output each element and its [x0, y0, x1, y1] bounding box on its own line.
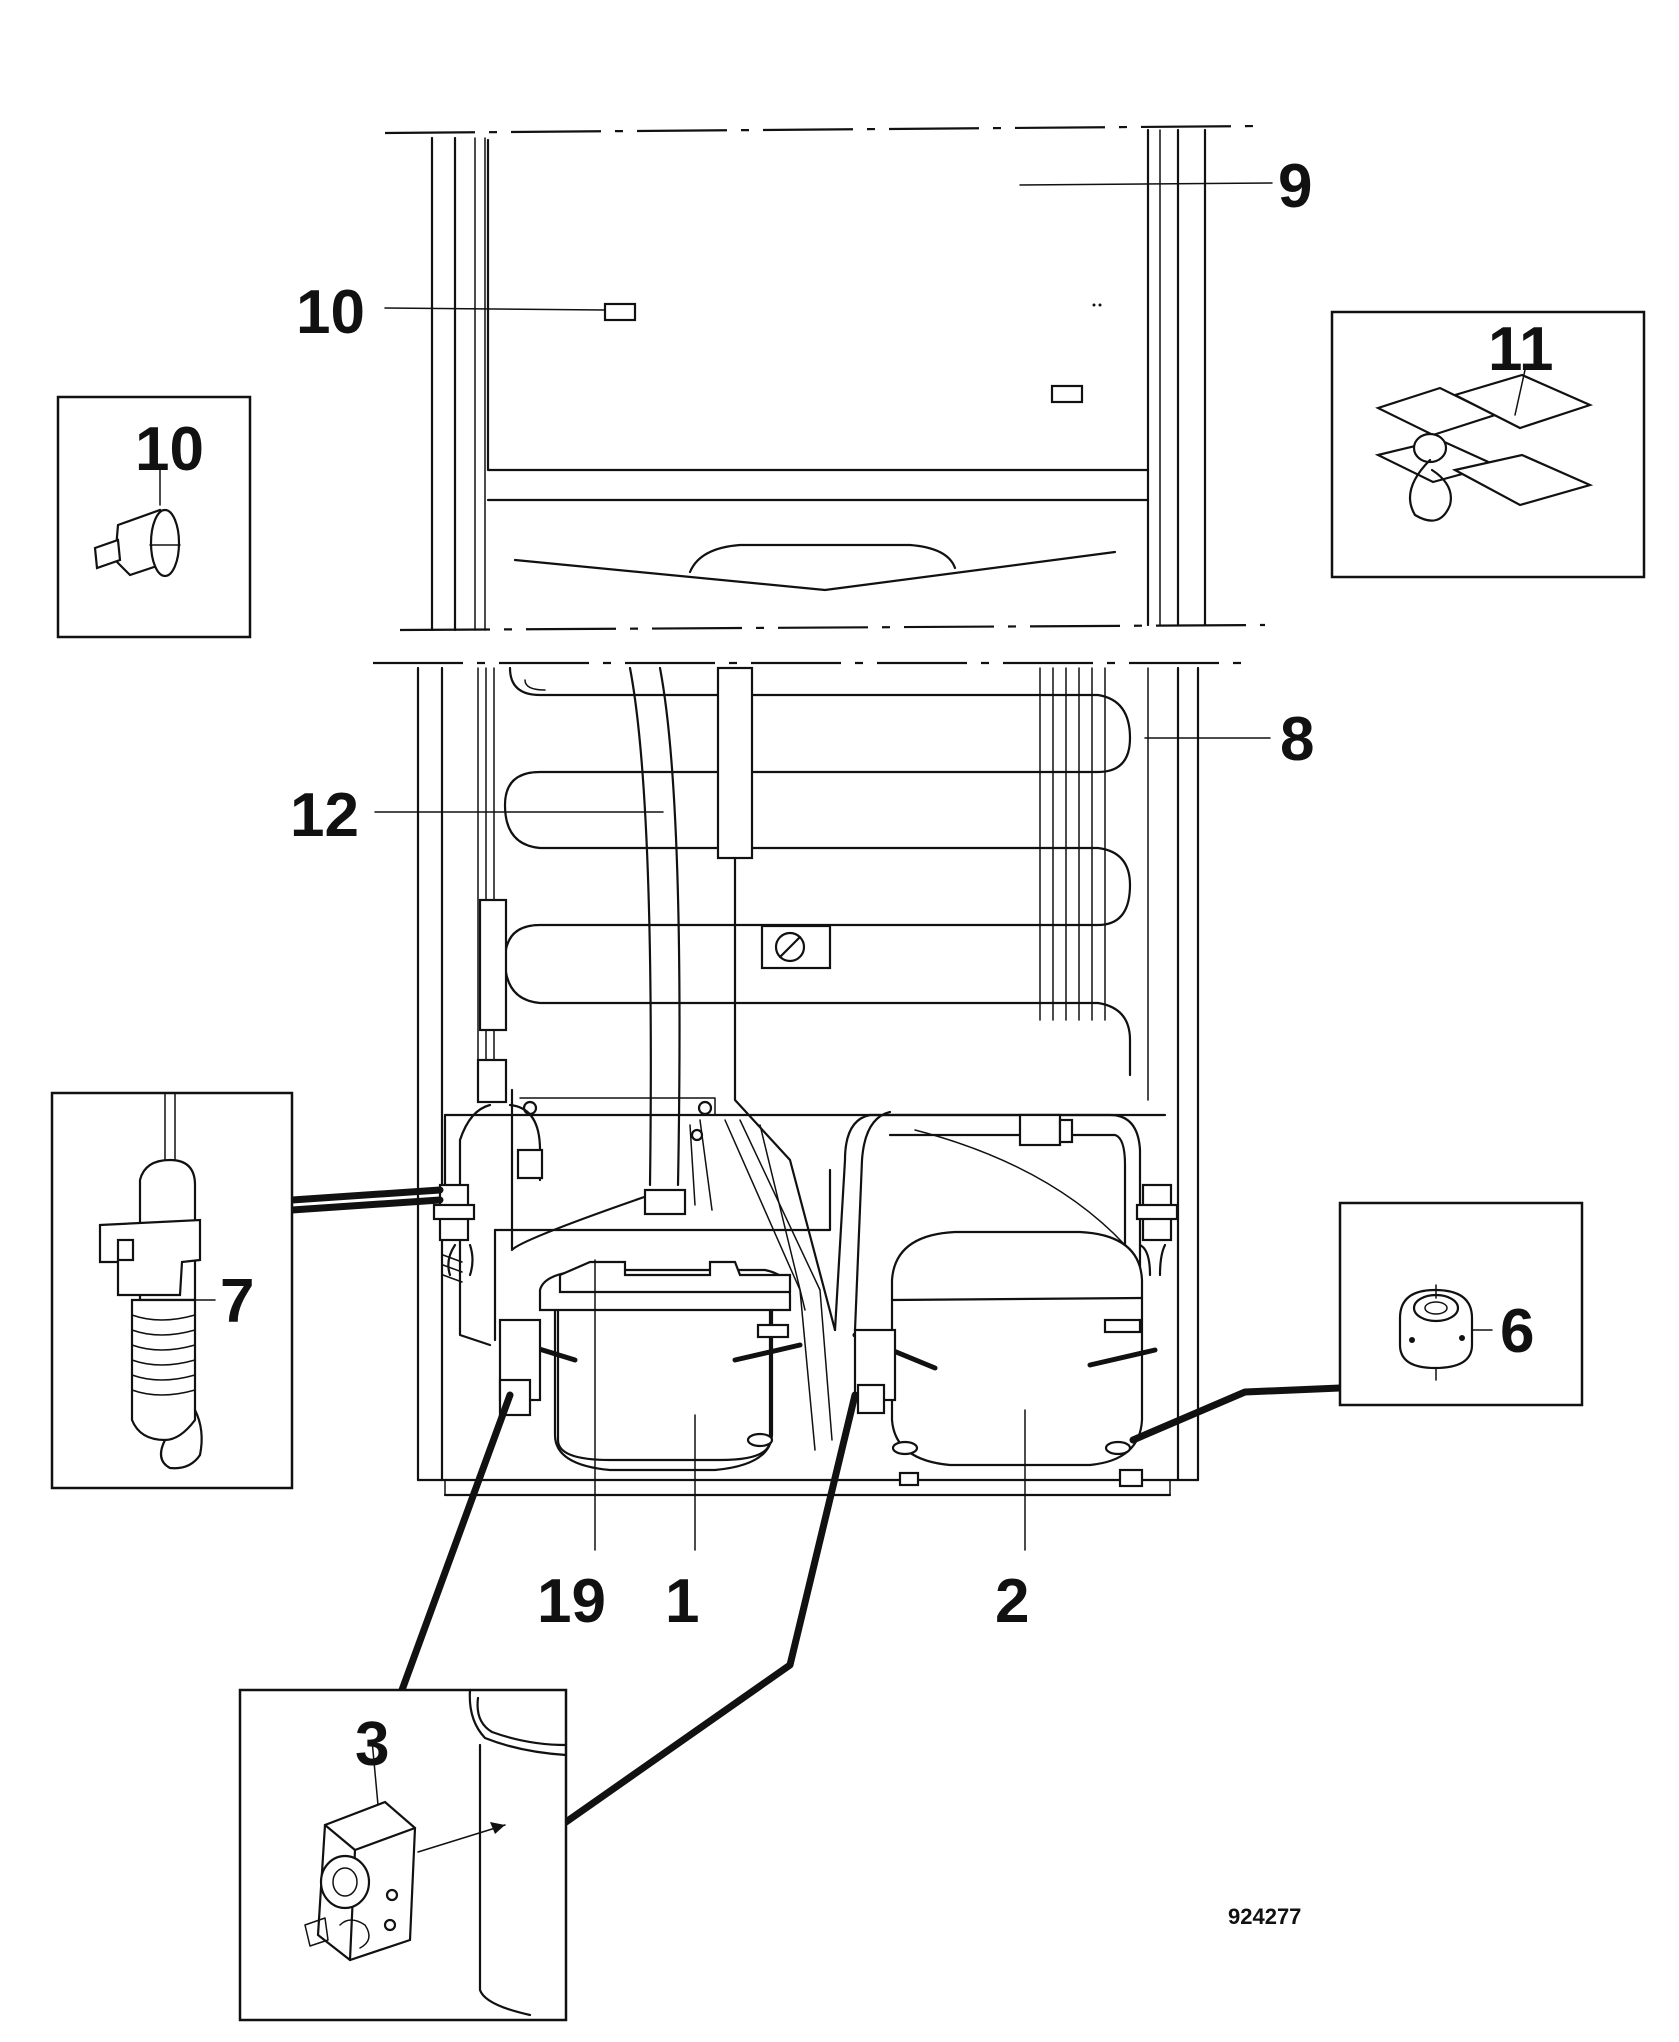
- callout-11: 11: [1488, 315, 1554, 384]
- inset-box-11: [1330, 310, 1646, 579]
- inset-connectors: [288, 1186, 1344, 1826]
- callout-7: 7: [220, 1267, 254, 1336]
- callout-19: 19: [537, 1567, 606, 1636]
- vent-mark: [1050, 384, 1084, 404]
- callout-10-inset: 10: [135, 415, 204, 484]
- inset-switch: [56, 395, 252, 639]
- callout-12: 12: [290, 781, 359, 850]
- callout-3: 3: [355, 1710, 389, 1779]
- inset-grommet: [1338, 1201, 1584, 1407]
- light-switch-mark: [603, 302, 637, 322]
- callout-leaders: [374, 182, 1273, 1551]
- callout-9: 9: [1278, 152, 1312, 221]
- inset-lamp: [50, 1091, 294, 1490]
- compressor-right: [852, 1230, 1158, 1467]
- compressor-left: [498, 1260, 803, 1472]
- inset-shelf-clips: [1330, 310, 1646, 579]
- upper-cabinet: [384, 124, 1266, 632]
- callout-2: 2: [995, 1567, 1029, 1636]
- callout-6: 6: [1500, 1297, 1534, 1366]
- inset-relay: [238, 1688, 568, 2022]
- callout-8: 8: [1280, 705, 1314, 774]
- reference-code: 924277: [1228, 1904, 1301, 1929]
- callout-1: 1: [665, 1567, 699, 1636]
- callout-numbers: 9 10 10 11 8 12 7 6 19 1 2 3: [135, 152, 1554, 1779]
- lower-cabinet: [373, 661, 1250, 1497]
- callout-10-main: 10: [296, 278, 365, 347]
